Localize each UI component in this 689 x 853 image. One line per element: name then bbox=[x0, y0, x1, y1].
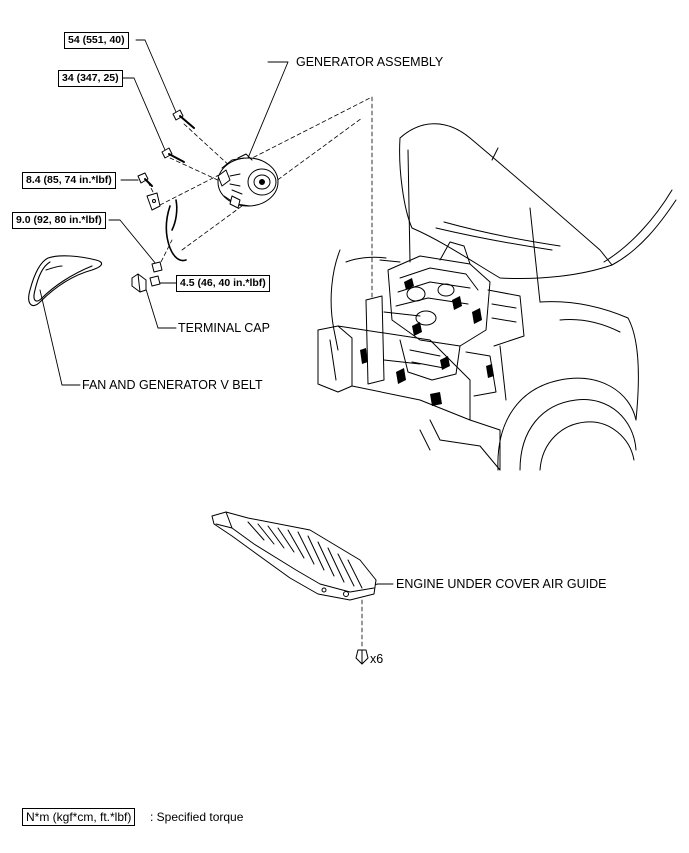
legend-description: : Specified torque bbox=[150, 810, 244, 824]
wire-harness bbox=[165, 199, 187, 262]
under-cover-label: ENGINE UNDER COVER AIR GUIDE bbox=[396, 577, 607, 591]
fan-belt-label: FAN AND GENERATOR V BELT bbox=[82, 378, 263, 392]
generator-assembly-label: GENERATOR ASSEMBLY bbox=[296, 55, 444, 69]
clip-quantity-label: x6 bbox=[370, 652, 384, 666]
bolt-84 bbox=[137, 172, 153, 187]
vehicle-front bbox=[317, 123, 677, 471]
under-cover-part bbox=[211, 511, 377, 601]
bracket bbox=[146, 192, 161, 211]
leader-lines bbox=[39, 39, 394, 591]
terminal-cap-label: TERMINAL CAP bbox=[178, 321, 270, 335]
bolt-54 bbox=[172, 109, 195, 129]
torque-label-84: 8.4 (85, 74 in.*lbf) bbox=[22, 172, 116, 189]
torque-label-54: 54 (551, 40) bbox=[64, 32, 129, 49]
nut-90 bbox=[151, 261, 163, 273]
legend-torque-box: N*m (kgf*cm, ft.*lbf) bbox=[22, 808, 136, 826]
v-belt-part bbox=[28, 255, 103, 307]
engine-shading bbox=[360, 278, 494, 406]
torque-label-34: 34 (347, 25) bbox=[58, 70, 123, 87]
torque-label-90: 9.0 (92, 80 in.*lbf) bbox=[12, 212, 106, 229]
bolt-34 bbox=[161, 147, 185, 163]
generator-assembly-part bbox=[217, 153, 279, 209]
clip-part bbox=[355, 649, 369, 665]
terminal-cap-part bbox=[131, 273, 147, 293]
torque-label-45: 4.5 (46, 40 in.*lbf) bbox=[176, 275, 270, 292]
nut-45 bbox=[149, 275, 161, 287]
